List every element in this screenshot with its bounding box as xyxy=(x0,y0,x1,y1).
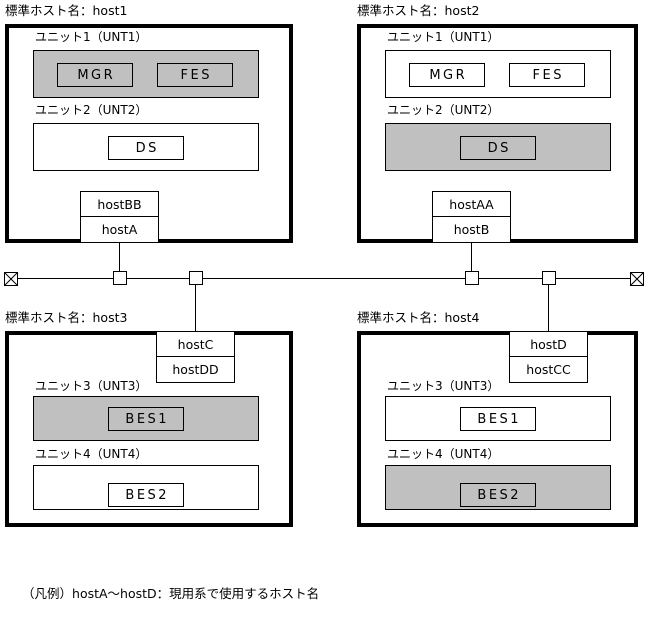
bus-node-host2 xyxy=(465,271,479,285)
unit-label-host2-unit2: ユニット2（UNT2） xyxy=(387,103,500,117)
network-bus-line xyxy=(14,278,633,279)
process-box-host1-mgr: MGR xyxy=(57,63,133,87)
bus-node-host4 xyxy=(542,271,556,285)
unit-box-host2-unit2 xyxy=(385,123,611,171)
process-box-host1-ds: DS xyxy=(108,136,184,160)
hostname-active-host4: hostD xyxy=(510,332,587,357)
process-box-host3-bes1: BES1 xyxy=(108,407,184,431)
unit-box-host3-unit4 xyxy=(33,465,259,510)
hostname-standby-host3: hostDD xyxy=(157,357,234,382)
host-title-host1: 標準ホスト名：host1 xyxy=(5,3,128,18)
unit-box-host2-unit1 xyxy=(385,50,611,98)
drop-line-host2 xyxy=(471,243,472,272)
unit-box-host3-unit3 xyxy=(33,396,259,441)
process-box-host3-bes2: BES2 xyxy=(108,483,184,507)
hostname-pair-host2: hostAA hostB xyxy=(432,191,511,243)
hostname-pair-host1: hostBB hostA xyxy=(80,191,159,243)
host-title-host2: 標準ホスト名：host2 xyxy=(357,3,480,18)
drop-line-host4 xyxy=(548,285,549,331)
hostname-standby-host2: hostAA xyxy=(433,192,510,217)
legend-heading: （凡例） xyxy=(22,586,73,601)
unit-label-host2-unit1: ユニット1（UNT1） xyxy=(387,30,500,44)
process-box-host2-mgr: MGR xyxy=(409,63,485,87)
bus-terminator-right xyxy=(630,271,644,286)
process-box-host2-ds: DS xyxy=(460,136,536,160)
unit-label-host1-unit1: ユニット1（UNT1） xyxy=(35,30,148,44)
unit-label-host3-unit4: ユニット4（UNT4） xyxy=(35,447,148,461)
bus-terminator-left xyxy=(4,271,18,286)
hostname-active-host3: hostC xyxy=(157,332,234,357)
bus-node-host3 xyxy=(189,271,203,285)
unit-box-host4-unit4 xyxy=(385,465,611,510)
hostname-pair-host4: hostD hostCC xyxy=(509,331,588,383)
legend-text-1: hostA〜hostD：現用系で使用するホスト名 xyxy=(72,586,320,601)
drop-line-host1 xyxy=(119,243,120,272)
process-box-host1-fes: FES xyxy=(157,63,233,87)
unit-label-host4-unit3: ユニット3（UNT3） xyxy=(387,379,500,393)
drop-line-host3 xyxy=(195,285,196,331)
unit-box-host4-unit3 xyxy=(385,396,611,441)
hostname-standby-host4: hostCC xyxy=(510,357,587,382)
hostname-active-host1: hostA xyxy=(81,217,158,242)
process-box-host4-bes1: BES1 xyxy=(460,407,536,431)
host-title-host3: 標準ホスト名：host3 xyxy=(5,310,128,325)
hostname-pair-host3: hostC hostDD xyxy=(156,331,235,383)
host-title-host4: 標準ホスト名：host4 xyxy=(357,310,480,325)
process-box-host2-fes: FES xyxy=(509,63,585,87)
hostname-active-host2: hostB xyxy=(433,217,510,242)
unit-label-host1-unit2: ユニット2（UNT2） xyxy=(35,103,148,117)
unit-label-host4-unit4: ユニット4（UNT4） xyxy=(387,447,500,461)
process-box-host4-bes2: BES2 xyxy=(460,483,536,507)
legend-block: （凡例）hostA〜hostD：現用系で使用するホスト名 hostAA〜host… xyxy=(22,551,345,637)
hostname-standby-host1: hostBB xyxy=(81,192,158,217)
legend-line-1: （凡例）hostA〜hostD：現用系で使用するホスト名 xyxy=(22,585,345,602)
bus-node-host1 xyxy=(113,271,127,285)
unit-label-host3-unit3: ユニット3（UNT3） xyxy=(35,379,148,393)
unit-box-host1-unit1 xyxy=(33,50,259,98)
unit-box-host1-unit2 xyxy=(33,123,259,171)
